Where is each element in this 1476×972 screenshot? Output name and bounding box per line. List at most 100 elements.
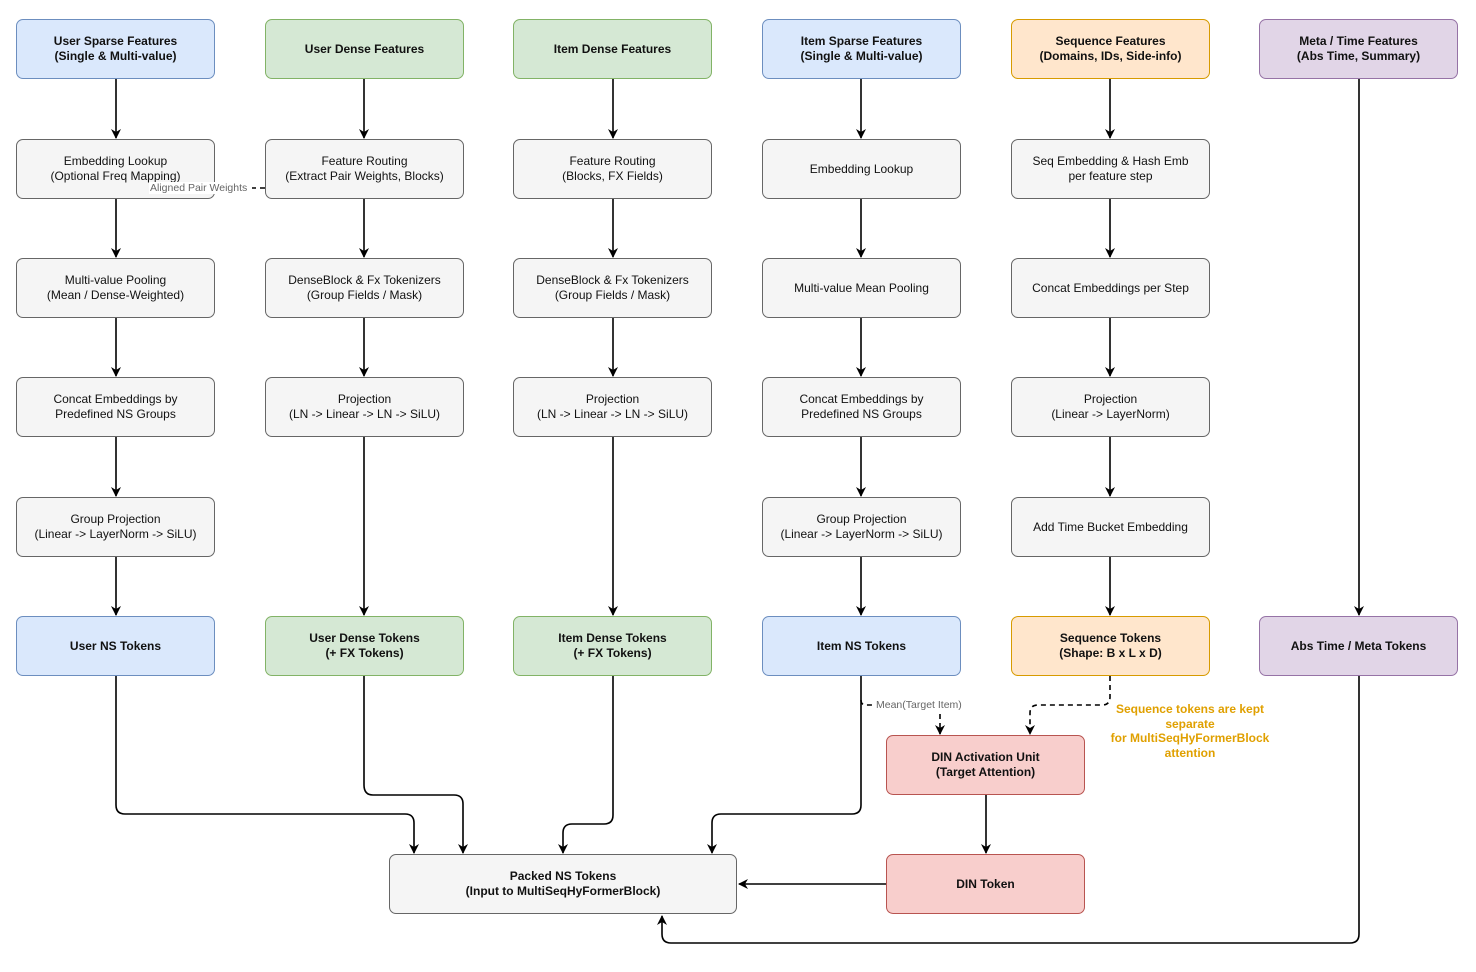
box-text: User Dense Tokens [309, 631, 420, 645]
item-sparse-group-projection-box: Group Projection (Linear -> LayerNorm ->… [762, 497, 961, 557]
box-text: (Abs Time, Summary) [1296, 49, 1421, 63]
box-text: Concat Embeddings by [799, 392, 924, 406]
box-text: (Single & Multi-value) [800, 49, 923, 63]
seq-time-bucket-box: Add Time Bucket Embedding [1011, 497, 1210, 557]
box-text: User Dense Features [304, 41, 425, 56]
box-text: DIN Activation Unit [931, 750, 1040, 764]
user-ns-tokens-box: User NS Tokens [16, 616, 215, 676]
user-dense-tokenizers-box: DenseBlock & Fx Tokenizers (Group Fields… [265, 258, 464, 318]
box-text: (LN -> Linear -> LN -> SiLU) [536, 407, 689, 421]
item-dense-projection-box: Projection (LN -> Linear -> LN -> SiLU) [513, 377, 712, 437]
item-dense-feature-routing-box: Feature Routing (Blocks, FX Fields) [513, 139, 712, 199]
user-dense-to-packed-edge [363, 676, 468, 854]
meta-to-packed-edge [657, 676, 1360, 944]
sequence-features-box: Sequence Features (Domains, IDs, Side-in… [1011, 19, 1210, 79]
sequence-to-din-edge [1025, 676, 1111, 735]
box-text: Projection [337, 392, 392, 406]
box-text: DenseBlock & Fx Tokenizers [288, 273, 441, 287]
box-text: DIN Token [956, 876, 1015, 891]
meta-time-features-box: Meta / Time Features (Abs Time, Summary) [1259, 19, 1458, 79]
box-text: Item Dense Features [553, 41, 672, 56]
box-text: Group Projection [816, 512, 907, 526]
box-text: User Sparse Features [53, 34, 178, 48]
box-text: (+ FX Tokens) [573, 646, 652, 660]
item-ns-tokens-box: Item NS Tokens [762, 616, 961, 676]
seq-projection-box: Projection (Linear -> LayerNorm) [1011, 377, 1210, 437]
box-text: Concat Embeddings by [53, 392, 178, 406]
abs-time-meta-tokens-box: Abs Time / Meta Tokens [1259, 616, 1458, 676]
box-text: Abs Time / Meta Tokens [1290, 638, 1427, 653]
box-text: Sequence Tokens [1059, 631, 1162, 645]
item-sparse-concat-box: Concat Embeddings by Predefined NS Group… [762, 377, 961, 437]
box-text: (Extract Pair Weights, Blocks) [285, 169, 444, 183]
mean-target-item-label: Mean(Target Item) [875, 699, 963, 711]
box-text: (Linear -> LayerNorm -> SiLU) [780, 527, 943, 541]
note-line: separate [1165, 716, 1215, 731]
item-sparse-pooling-box: Multi-value Mean Pooling [762, 258, 961, 318]
box-text: (Linear -> LayerNorm) [1051, 407, 1170, 421]
box-text: Predefined NS Groups [55, 407, 176, 421]
box-text: DenseBlock & Fx Tokenizers [536, 273, 689, 287]
user-ns-to-packed-edge [115, 676, 419, 854]
sequence-tokens-note: Sequence tokens are kept separate for Mu… [1100, 702, 1280, 760]
box-text: User NS Tokens [69, 638, 162, 653]
box-text: Projection [585, 392, 640, 406]
note-line: for MultiSeqHyFormerBlock [1110, 731, 1270, 745]
note-line: Sequence tokens are kept [1115, 702, 1265, 716]
mean-target-edge-a [860, 699, 873, 706]
box-text: Multi-value Mean Pooling [794, 280, 929, 295]
box-text: Sequence Features [1055, 34, 1166, 48]
packed-ns-tokens-box: Packed NS Tokens (Input to MultiSeqHyFor… [389, 854, 737, 914]
box-text: Embedding Lookup [809, 161, 914, 176]
box-text: (LN -> Linear -> LN -> SiLU) [288, 407, 441, 421]
box-text: Feature Routing [569, 154, 656, 168]
din-token-box: DIN Token [886, 854, 1085, 914]
box-text: (Group Fields / Mask) [554, 288, 671, 302]
item-dense-tokens-box: Item Dense Tokens (+ FX Tokens) [513, 616, 712, 676]
user-sparse-concat-box: Concat Embeddings by Predefined NS Group… [16, 377, 215, 437]
item-sparse-features-box: Item Sparse Features (Single & Multi-val… [762, 19, 961, 79]
box-text: (Target Attention) [935, 765, 1036, 779]
box-text: Feature Routing [321, 154, 408, 168]
user-dense-feature-routing-box: Feature Routing (Extract Pair Weights, B… [265, 139, 464, 199]
item-dense-tokenizers-box: DenseBlock & Fx Tokenizers (Group Fields… [513, 258, 712, 318]
user-sparse-features-box: User Sparse Features (Single & Multi-val… [16, 19, 215, 79]
item-sparse-embedding-lookup-box: Embedding Lookup [762, 139, 961, 199]
seq-embedding-box: Seq Embedding & Hash Emb per feature ste… [1011, 139, 1210, 199]
note-line: attention [1164, 745, 1216, 760]
box-text: (Group Fields / Mask) [306, 288, 423, 302]
box-text: (Shape: B x L x D) [1059, 646, 1162, 660]
user-sparse-group-projection-box: Group Projection (Linear -> LayerNorm ->… [16, 497, 215, 557]
box-text: Item NS Tokens [816, 638, 907, 653]
box-text: per feature step [1068, 169, 1153, 183]
item-dense-to-packed-edge [558, 676, 614, 854]
user-sparse-pooling-box: Multi-value Pooling (Mean / Dense-Weight… [16, 258, 215, 318]
seq-concat-box: Concat Embeddings per Step [1011, 258, 1210, 318]
sequence-tokens-box: Sequence Tokens (Shape: B x L x D) [1011, 616, 1210, 676]
box-text: (Mean / Dense-Weighted) [46, 288, 185, 302]
box-text: Group Projection [70, 512, 161, 526]
box-text: (Optional Freq Mapping) [50, 169, 181, 183]
box-text: Item Dense Tokens [558, 631, 667, 645]
user-dense-projection-box: Projection (LN -> Linear -> LN -> SiLU) [265, 377, 464, 437]
box-text: Multi-value Pooling [64, 273, 167, 287]
user-dense-tokens-box: User Dense Tokens (+ FX Tokens) [265, 616, 464, 676]
box-text: Projection [1083, 392, 1138, 406]
box-text: Embedding Lookup [63, 154, 168, 168]
box-text: Predefined NS Groups [801, 407, 922, 421]
box-text: Add Time Bucket Embedding [1033, 519, 1188, 534]
user-dense-features-box: User Dense Features [265, 19, 464, 79]
item-dense-features-box: Item Dense Features [513, 19, 712, 79]
box-text: Item Sparse Features [800, 34, 923, 48]
box-text: (Linear -> LayerNorm -> SiLU) [34, 527, 197, 541]
box-text: Packed NS Tokens [509, 869, 617, 883]
item-ns-to-packed-edge [707, 676, 862, 854]
box-text: Meta / Time Features [1299, 34, 1418, 48]
din-activation-unit-box: DIN Activation Unit (Target Attention) [886, 735, 1085, 795]
box-text: (Input to MultiSeqHyFormerBlock) [465, 884, 661, 898]
box-text: (+ FX Tokens) [325, 646, 404, 660]
box-text: Concat Embeddings per Step [1032, 280, 1189, 295]
aligned-pair-weights-label: Aligned Pair Weights [149, 182, 249, 194]
